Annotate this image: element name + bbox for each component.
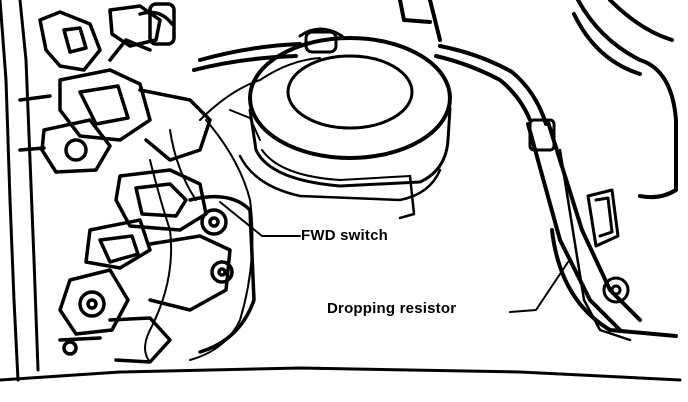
fwd-switch-label: FWD switch [301,227,388,244]
thin-wiring [144,57,321,363]
dropping-resistor-label: Dropping resistor [327,300,457,317]
leader-lines [219,201,569,313]
left-fender [0,0,682,382]
fwd-switch-leader [219,201,301,237]
air-cleaner [238,27,452,220]
linkage-assembly [18,2,212,174]
right-fender [550,0,678,338]
upper-harness [192,0,548,126]
fwd-switch-part [58,168,256,364]
dropping-resistor-part [586,188,630,304]
dropping-resistor-leader [509,261,569,313]
